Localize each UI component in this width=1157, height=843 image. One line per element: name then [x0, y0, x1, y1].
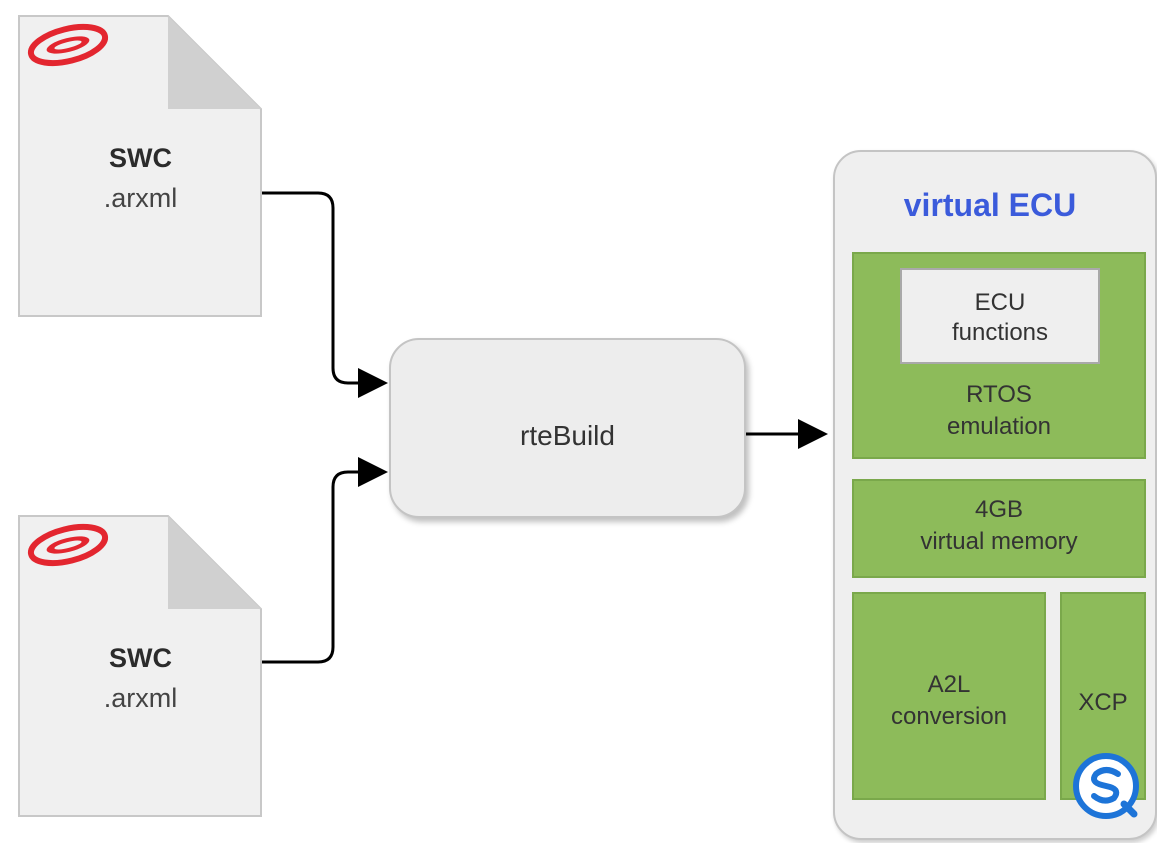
xcp-label: XCP — [1078, 689, 1128, 716]
red-ellipse-logo-icon — [27, 523, 109, 567]
virtual-memory-block: 4GB virtual memory — [852, 479, 1146, 578]
rtebuild-process-box: rteBuild — [389, 338, 746, 518]
document-title: SWC — [109, 143, 172, 173]
q-logo-icon — [1073, 753, 1139, 819]
document-shape-icon — [18, 15, 262, 317]
swc-document-2: SWC .arxml — [18, 515, 263, 818]
document-title: SWC — [109, 643, 172, 673]
swc-document-1: SWC .arxml — [18, 15, 263, 318]
connector-doc2-to-rtebuild — [262, 457, 388, 664]
a2l-conversion-block: A2L conversion — [852, 592, 1046, 800]
process-label: rteBuild — [520, 420, 615, 451]
a2l-line1: A2L — [927, 671, 971, 698]
ecu-functions-block: ECU functions — [900, 268, 1100, 364]
rtos-line1: RTOS — [966, 381, 1032, 408]
document-extension: .arxml — [103, 683, 178, 713]
red-ellipse-logo-icon — [27, 23, 109, 67]
a2l-line2: conversion — [890, 703, 1008, 730]
memory-line1: 4GB — [974, 496, 1024, 523]
document-extension: .arxml — [103, 183, 178, 213]
document-shape-icon — [18, 515, 262, 817]
ecu-functions-line1: ECU — [974, 289, 1026, 316]
virtual-ecu-title: virtual ECU — [903, 187, 1077, 223]
connector-doc1-to-rtebuild — [262, 191, 388, 398]
memory-line2: virtual memory — [920, 528, 1078, 555]
virtual-ecu-container: virtual ECU ECU functions RTOS emulation… — [833, 150, 1157, 840]
ecu-functions-line2: functions — [951, 319, 1049, 346]
rtos-emulation-block: ECU functions RTOS emulation — [852, 252, 1146, 459]
rtos-line2: emulation — [946, 413, 1052, 440]
